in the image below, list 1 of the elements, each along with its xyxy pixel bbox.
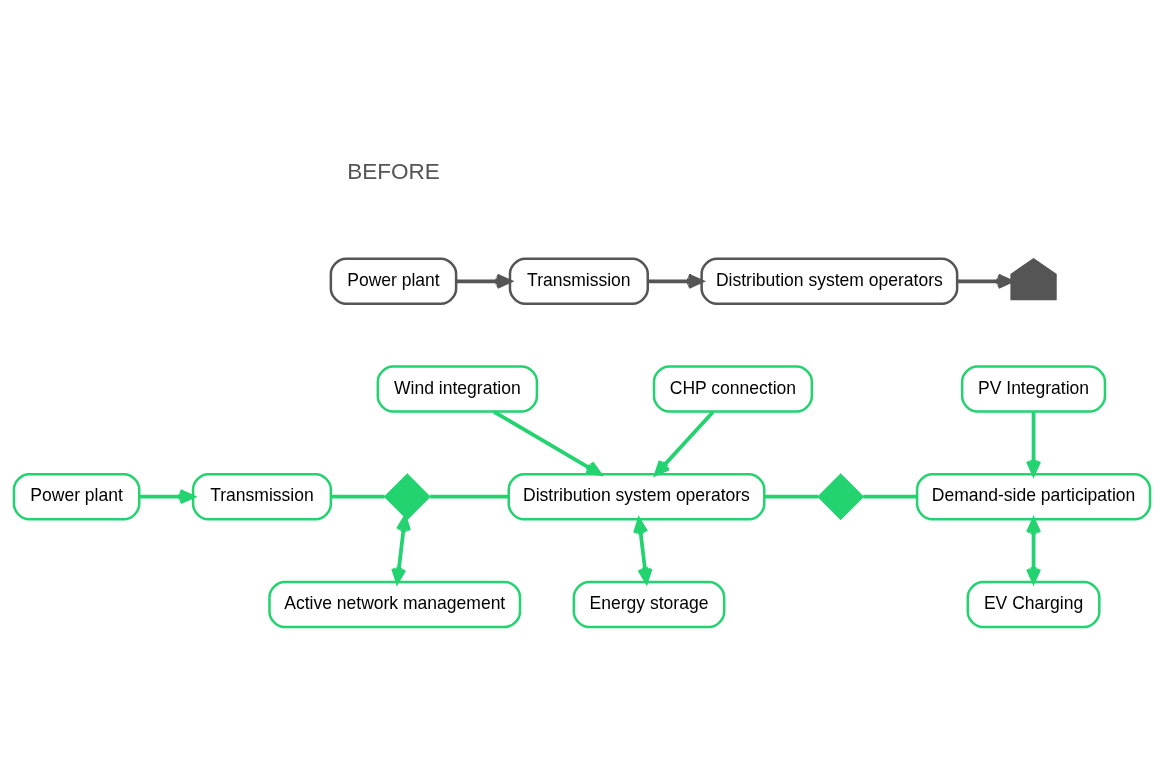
label: BEFORE [347,158,440,184]
